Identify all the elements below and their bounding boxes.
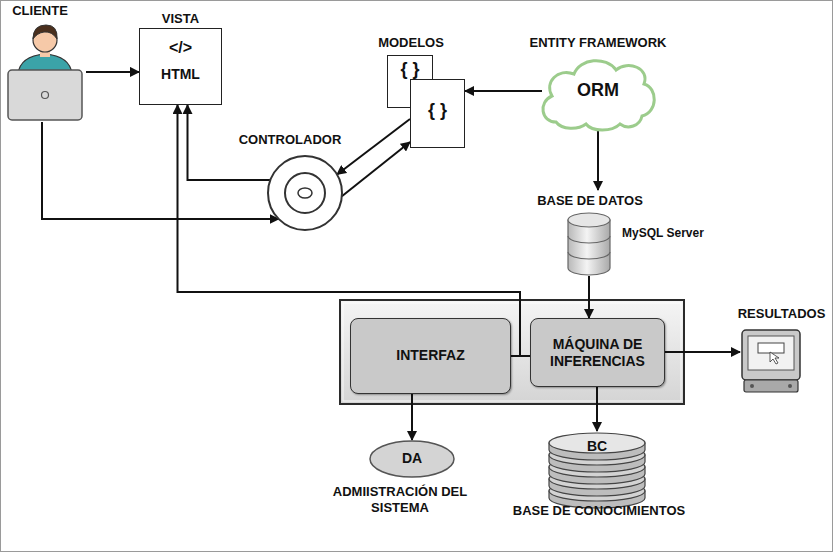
component-box: CLIENTE	[4, 2, 86, 124]
node-text: { }	[387, 59, 433, 81]
flow-arrow	[665, 351, 740, 353]
node-text: BASE DE DATOS	[526, 193, 654, 209]
flow-arrow	[588, 276, 590, 318]
node-text: { }	[410, 100, 465, 122]
component-box: VISTA </> HTML	[134, 10, 227, 107]
results-monitor	[740, 328, 802, 396]
flow-arrow	[337, 119, 410, 175]
node-text: ENTITY FRAMEWORK	[510, 35, 686, 51]
node-text: MÁQUINA DE INFERENCIAS	[530, 336, 665, 370]
node-text: ORM	[536, 80, 660, 102]
component-box: MÁQUINA DE INFERENCIAS	[530, 318, 665, 387]
flow-arrow	[511, 355, 530, 357]
component-box: ENTITY FRAMEWORK ORM	[510, 34, 686, 134]
controller-circle	[267, 155, 343, 231]
flow-arrow	[342, 142, 410, 196]
client-figure	[6, 20, 84, 122]
node-text: CLIENTE	[4, 3, 76, 19]
component-box: DA ADMIISTRACIÓN DEL SISTEMA	[325, 438, 489, 518]
flow-arrow	[465, 90, 542, 92]
panel-highlight	[343, 303, 681, 401]
server-label: MySQL Server	[622, 226, 704, 240]
database-cylinder	[566, 212, 612, 276]
node-text: MODELOS	[373, 35, 449, 51]
node-text: </>	[139, 38, 222, 57]
flow-arrow	[596, 387, 598, 431]
component-box: CONTROLADOR	[234, 132, 346, 232]
node-text: CONTROLADOR	[234, 132, 346, 148]
component-box: INTERFAZ	[350, 318, 511, 394]
node-text: ADMIISTRACIÓN DEL SISTEMA	[325, 484, 475, 515]
node-text: INTERFAZ	[350, 347, 511, 364]
module-box	[530, 318, 665, 387]
flow-arrow	[597, 131, 599, 190]
node-text: HTML	[139, 66, 222, 83]
node-text: VISTA	[134, 11, 227, 27]
component-box: RESULTADOS	[733, 305, 830, 397]
node-text: BC	[548, 438, 646, 455]
flow-arrow	[86, 71, 139, 73]
node-text: DA	[368, 450, 456, 467]
flow-arrow	[411, 394, 413, 440]
node-text: RESULTADOS	[733, 306, 830, 322]
component-box: BC BASE DE CONOCIMIENTOS	[504, 428, 694, 522]
system-panel	[340, 300, 684, 404]
component-box: { }	[410, 79, 465, 148]
node-text: BASE DE CONOCIMIENTOS	[504, 503, 694, 519]
